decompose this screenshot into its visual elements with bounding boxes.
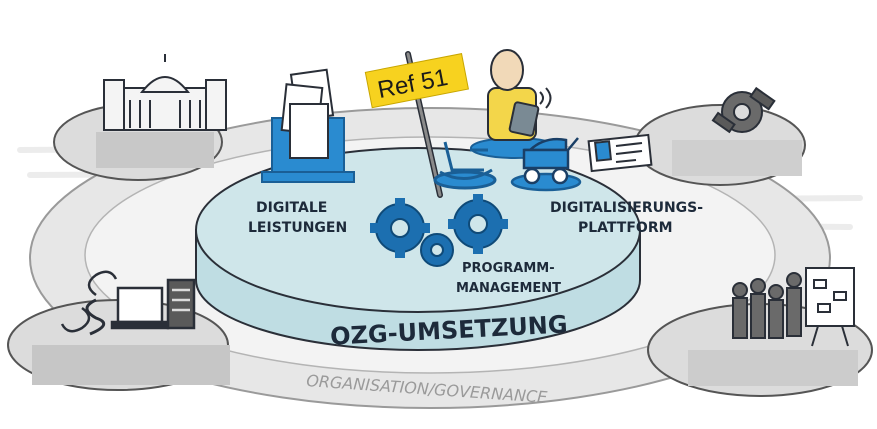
label-digitale: DIGITALE	[256, 200, 327, 216]
satellite-tools-label-box	[672, 140, 802, 176]
laptop-documents-icon	[261, 68, 355, 183]
id-card-icon	[587, 133, 653, 173]
ref-sign-board	[364, 53, 469, 109]
wrench-tools-icon	[711, 86, 776, 134]
gears-icon	[370, 194, 508, 267]
label-plattform: PLATTFORM	[578, 220, 673, 236]
parliament-building-icon	[103, 54, 227, 131]
label-leistungen: LEISTUNGEN	[248, 220, 347, 236]
label-programm: PROGRAMM-	[462, 261, 555, 276]
people-flipchart-icon	[732, 267, 855, 347]
baby-carriage-icon	[510, 137, 582, 192]
satellite-people-label-box	[688, 350, 858, 386]
satellite-parliament-label-box	[96, 132, 214, 168]
law-computer-icon	[60, 270, 196, 336]
label-management: MANAGEMENT	[456, 281, 561, 296]
label-digitalisierungs: DIGITALISIERUNGS-	[550, 200, 703, 216]
satellite-law-label-box	[32, 345, 230, 385]
rocking-chair-icon	[433, 141, 497, 190]
